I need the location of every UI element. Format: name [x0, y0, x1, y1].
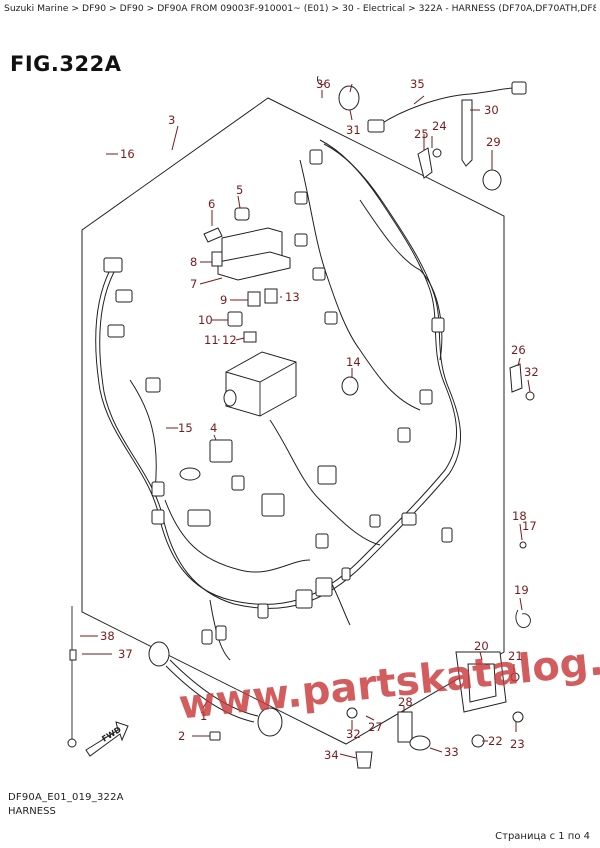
callout-25[interactable]: 25 [414, 127, 429, 141]
callout-9[interactable]: 9 [220, 293, 227, 307]
breadcrumb-item-brand[interactable]: Suzuki Marine [4, 3, 69, 14]
breadcrumb-separator: > [146, 3, 155, 14]
figure-title: FIG.322A [10, 52, 122, 76]
callout-10[interactable]: 10 [198, 313, 213, 327]
callout-29[interactable]: 29 [486, 135, 501, 149]
callout-19[interactable]: 19 [514, 583, 529, 597]
callout-32[interactable]: 32 [524, 365, 539, 379]
callout-36[interactable]: 36 [316, 77, 331, 91]
callout-37[interactable]: 37 [118, 647, 133, 661]
callout-11[interactable]: 11 [204, 333, 219, 347]
callout-13[interactable]: 13 [285, 290, 300, 304]
callout-pair-separator: · [217, 333, 221, 347]
breadcrumb-item-submodel[interactable]: DF90 [119, 3, 144, 14]
top-right-parts [317, 75, 527, 191]
callout-30[interactable]: 30 [484, 103, 499, 117]
callout-7[interactable]: 7 [190, 277, 197, 291]
lower-parts [67, 376, 431, 769]
callout-32b[interactable]: 32 [346, 727, 361, 741]
leader-lines [80, 83, 531, 759]
callout-16[interactable]: 16 [120, 147, 135, 161]
callout-18[interactable]: 18 [512, 509, 527, 523]
breadcrumb: Suzuki Marine > DF90 > DF90 > DF90A FROM… [4, 2, 596, 16]
callout-38[interactable]: 38 [100, 629, 115, 643]
callout-21[interactable]: 21 [508, 649, 523, 663]
callout-15[interactable]: 15 [178, 421, 193, 435]
connector-group [103, 149, 453, 645]
fwd-arrow-icon: FWD [85, 721, 129, 757]
callout-27[interactable]: 27 [368, 720, 383, 734]
breadcrumb-item-current: 322A - HARNESS (DF70A,DF70ATH,DF80A,DF90… [418, 3, 596, 14]
right-side-parts [455, 363, 535, 748]
callout-17[interactable]: 17 [522, 519, 537, 533]
breadcrumb-separator: > [407, 3, 416, 14]
breadcrumb-item-model[interactable]: DF90 [82, 3, 107, 14]
diagram-frame [81, 97, 505, 745]
callout-14[interactable]: 14 [346, 355, 361, 369]
callout-34[interactable]: 34 [324, 748, 339, 762]
callout-8[interactable]: 8 [190, 255, 197, 269]
breadcrumb-item-serial[interactable]: DF90A FROM 09003F-910001~ (E01) [157, 3, 329, 14]
callout-labels: 3 16 5 6 8 7 9 13 10 11 · 12 14 15 4 36 … [100, 77, 539, 762]
callout-23[interactable]: 23 [510, 737, 525, 751]
callout-4[interactable]: 4 [210, 421, 217, 435]
small-parts [179, 207, 278, 481]
callout-20[interactable]: 20 [474, 639, 489, 653]
callout-35[interactable]: 35 [410, 77, 425, 91]
relay-box [211, 227, 291, 281]
callout-2[interactable]: 2 [178, 729, 185, 743]
breadcrumb-item-group[interactable]: 30 - Electrical [341, 3, 406, 14]
fuse-box [223, 351, 297, 417]
callout-1[interactable]: 1 [200, 709, 207, 723]
callout-24[interactable]: 24 [432, 119, 447, 133]
page-indicator: Страница с 1 по 4 [495, 831, 590, 842]
watermark: www.partskatalog.ru [177, 633, 600, 728]
callout-28[interactable]: 28 [398, 695, 413, 709]
callout-31[interactable]: 31 [346, 123, 361, 137]
callout-5[interactable]: 5 [236, 183, 243, 197]
callout-12[interactable]: 12 [222, 333, 237, 347]
fwd-label: FWD [100, 725, 123, 744]
callout-6[interactable]: 6 [208, 197, 215, 211]
breadcrumb-separator: > [109, 3, 117, 14]
callout-26[interactable]: 26 [511, 343, 526, 357]
figure-code: DF90A_E01_019_322A [8, 792, 124, 803]
callout-3[interactable]: 3 [168, 113, 175, 127]
callout-33[interactable]: 33 [444, 745, 459, 759]
callout-22[interactable]: 22 [488, 734, 503, 748]
breadcrumb-separator: > [71, 3, 80, 14]
breadcrumb-separator: > [331, 3, 340, 14]
figure-description: HARNESS [8, 806, 56, 817]
